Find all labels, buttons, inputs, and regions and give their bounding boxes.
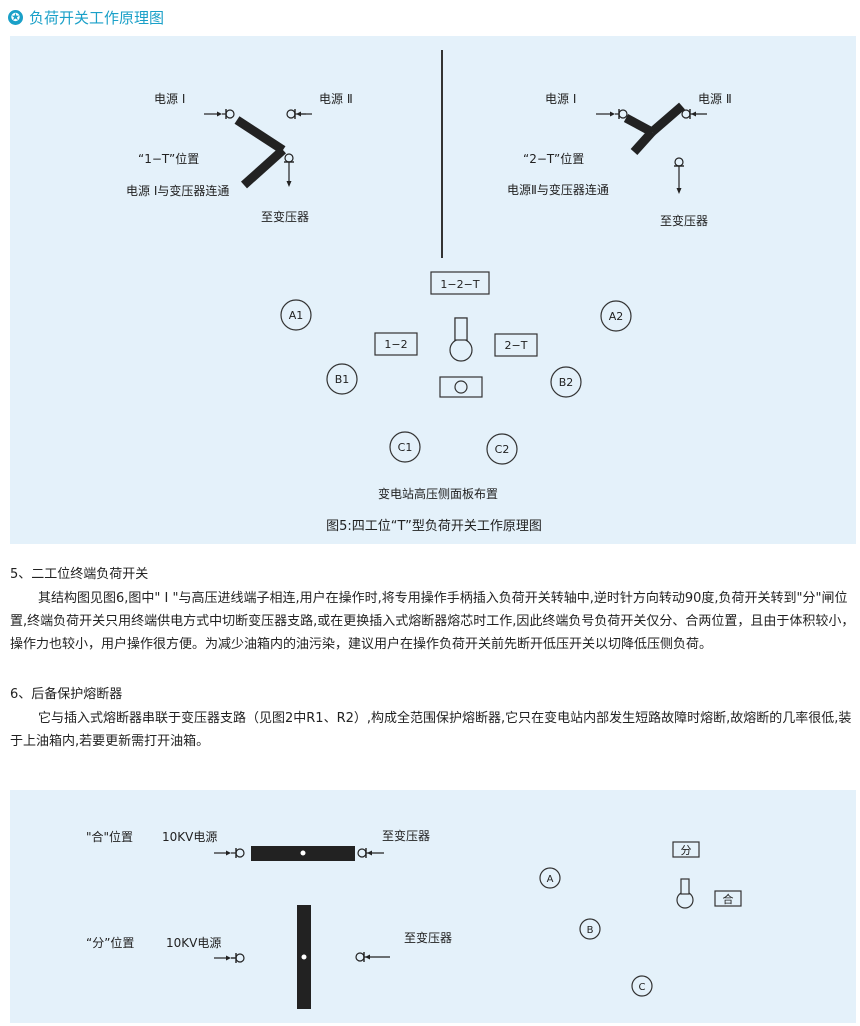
star-badge-icon: ✪ (8, 9, 23, 25)
figure6-panel: "合"位置 10KV电源 至变压器 “分”位置 10KV电源 至变压器 (10, 790, 856, 1023)
right-connection-label: 电源Ⅱ与变压器连通 (507, 182, 609, 197)
terminal-c2 (486, 433, 518, 465)
terminal-right-source1 (596, 109, 628, 119)
terminal-b-label: B (587, 925, 594, 936)
box-1-2 (374, 332, 418, 356)
figure5-diagram: 电源 Ⅰ 电源 Ⅱ “1−T”位置 电源 Ⅰ与变压器连通 至变压器 (126, 50, 732, 534)
box-1-2-t (430, 271, 490, 295)
figure5-caption: 图5:四工位“T”型负荷开关工作原理图 (326, 519, 542, 534)
terminal-c-label: C (639, 982, 646, 993)
terminal-c1-label: C1 (398, 441, 413, 454)
closed-position-label: "合"位置 (86, 829, 133, 844)
terminal-b1 (326, 363, 358, 395)
open-to-transformer-label: 至变压器 (404, 930, 452, 945)
terminal-left-source1 (204, 109, 235, 119)
closed-source-label: 10KV电源 (162, 830, 217, 844)
box-1-2-label: 1−2 (384, 338, 407, 351)
terminal-a (539, 867, 561, 889)
terminal-a-label: A (547, 874, 554, 885)
terminal-b (579, 918, 601, 940)
terminal-a1-label: A1 (289, 309, 304, 322)
section6-body: 它与插入式熔断器串联于变压器支路（见图2中R1、R2）,构成全范围保护熔断器,它… (10, 711, 852, 749)
terminal-right-source2 (681, 109, 707, 119)
closed-indicator-box (714, 890, 742, 907)
terminal-c2-label: C2 (495, 443, 510, 456)
left-source2-label: 电源 Ⅱ (319, 92, 353, 106)
left-source1-label: 电源 Ⅰ (154, 92, 185, 106)
terminal-a2 (600, 300, 632, 332)
closed-indicator-label: 合 (723, 892, 734, 906)
right-source1-label: 电源 Ⅰ (545, 92, 576, 106)
figure6-diagram: "合"位置 10KV电源 至变压器 “分”位置 10KV电源 至变压器 (86, 828, 742, 1009)
open-switch-bar (297, 905, 311, 1009)
left-connection-label: 电源 Ⅰ与变压器连通 (126, 183, 229, 198)
terminal-c (631, 975, 653, 997)
section-title: ✪ 负荷开关工作原理图 (8, 6, 164, 28)
closed-to-transformer-label: 至变压器 (382, 828, 430, 843)
open-indicator-box (672, 841, 700, 858)
left-position-label: “1−T”位置 (138, 151, 199, 166)
closed-source-terminal (214, 848, 245, 858)
operating-handle (449, 317, 473, 362)
closed-transformer-terminal (357, 848, 384, 858)
left-to-transformer-label: 至变压器 (261, 209, 309, 224)
right-to-transformer-label: 至变压器 (660, 213, 708, 228)
box-2-t-label: 2−T (505, 339, 528, 352)
section-title-text: 负荷开关工作原理图 (29, 8, 165, 27)
terminal-left-source2 (286, 109, 312, 119)
terminal-b2 (550, 366, 582, 398)
box-2-t (494, 333, 538, 357)
terminal-c1 (389, 431, 421, 463)
open-transformer-terminal (355, 952, 390, 962)
terminal-a1 (280, 299, 312, 331)
section6-heading: 6、后备保护熔断器 (10, 687, 123, 702)
terminal-right-transformer (674, 157, 684, 194)
box-1-2-t-label: 1−2−T (440, 278, 479, 291)
terminal-b2-label: B2 (559, 376, 574, 389)
open-source-label: 10KV电源 (166, 936, 221, 950)
t-switch-right (623, 102, 685, 156)
panel-subtitle: 变电站高压侧面板布置 (378, 486, 498, 501)
closed-switch-bar (251, 846, 355, 861)
right-position-label: “2−T”位置 (523, 151, 584, 166)
section5-heading: 5、二工位终端负荷开关 (10, 567, 149, 582)
section5-body: 其结构图见图6,图中" Ⅰ "与高压进线端子相连,用户在操作时,将专用操作手柄插… (10, 591, 855, 652)
right-source2-label: 电源 Ⅱ (698, 92, 732, 106)
open-indicator-label: 分 (681, 844, 692, 857)
terminal-b1-label: B1 (335, 373, 350, 386)
figure5-panel: 电源 Ⅰ 电源 Ⅱ “1−T”位置 电源 Ⅰ与变压器连通 至变压器 (10, 36, 856, 544)
t-switch-left (234, 116, 287, 189)
open-position-label: “分”位置 (86, 935, 134, 950)
terminal-left-transformer (284, 153, 294, 187)
operating-handle-small (676, 878, 694, 909)
open-source-terminal (214, 953, 245, 963)
terminal-a2-label: A2 (609, 310, 624, 323)
fuse-window (439, 376, 483, 398)
